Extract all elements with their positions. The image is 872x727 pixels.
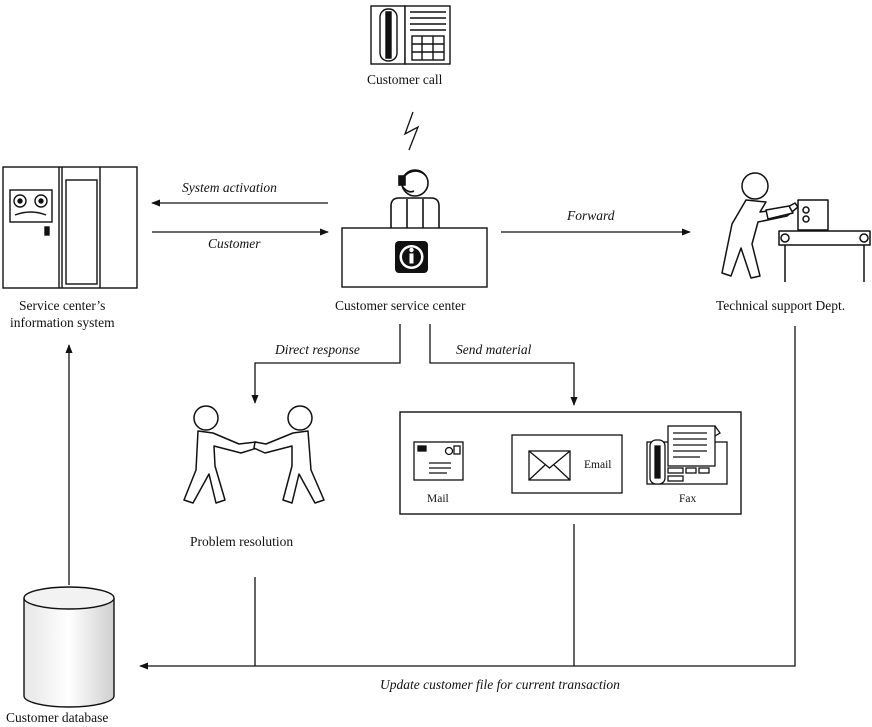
label-update-customer-file: Update customer file for current transac… xyxy=(380,677,620,692)
label-problem-resolution: Problem resolution xyxy=(190,534,294,549)
label-direct-response: Direct response xyxy=(275,342,360,357)
label-fax: Fax xyxy=(679,493,697,505)
label-technical-support: Technical support Dept. xyxy=(716,298,846,313)
label-info-system-line2: information system xyxy=(10,315,115,330)
label-customer: Customer xyxy=(208,236,261,251)
label-mail: Mail xyxy=(427,493,449,505)
label-customer-call: Customer call xyxy=(367,72,443,87)
fax-icon xyxy=(646,425,728,485)
label-info-system-line1: Service center’s xyxy=(19,298,106,313)
line-support-to-update xyxy=(139,326,796,670)
label-system-activation: System activation xyxy=(182,180,277,195)
info-icon xyxy=(395,241,428,273)
label-customer-database: Customer database xyxy=(6,710,109,725)
label-service-center: Customer service center xyxy=(335,298,466,313)
database-icon xyxy=(23,586,115,708)
technical-support-icon xyxy=(721,172,871,282)
information-system-icon xyxy=(2,166,138,289)
service-agent-icon xyxy=(390,169,440,228)
label-email: Email xyxy=(584,459,612,471)
handshake-icon xyxy=(183,405,325,504)
label-send-material: Send material xyxy=(456,342,532,357)
email-envelope-icon xyxy=(528,450,571,481)
arrow-send-material xyxy=(429,324,578,406)
telephone-icon xyxy=(370,5,451,65)
mail-icon xyxy=(413,441,464,481)
label-forward: Forward xyxy=(567,208,615,223)
signal-icon xyxy=(403,111,420,151)
arrow-direct-response xyxy=(251,324,401,404)
